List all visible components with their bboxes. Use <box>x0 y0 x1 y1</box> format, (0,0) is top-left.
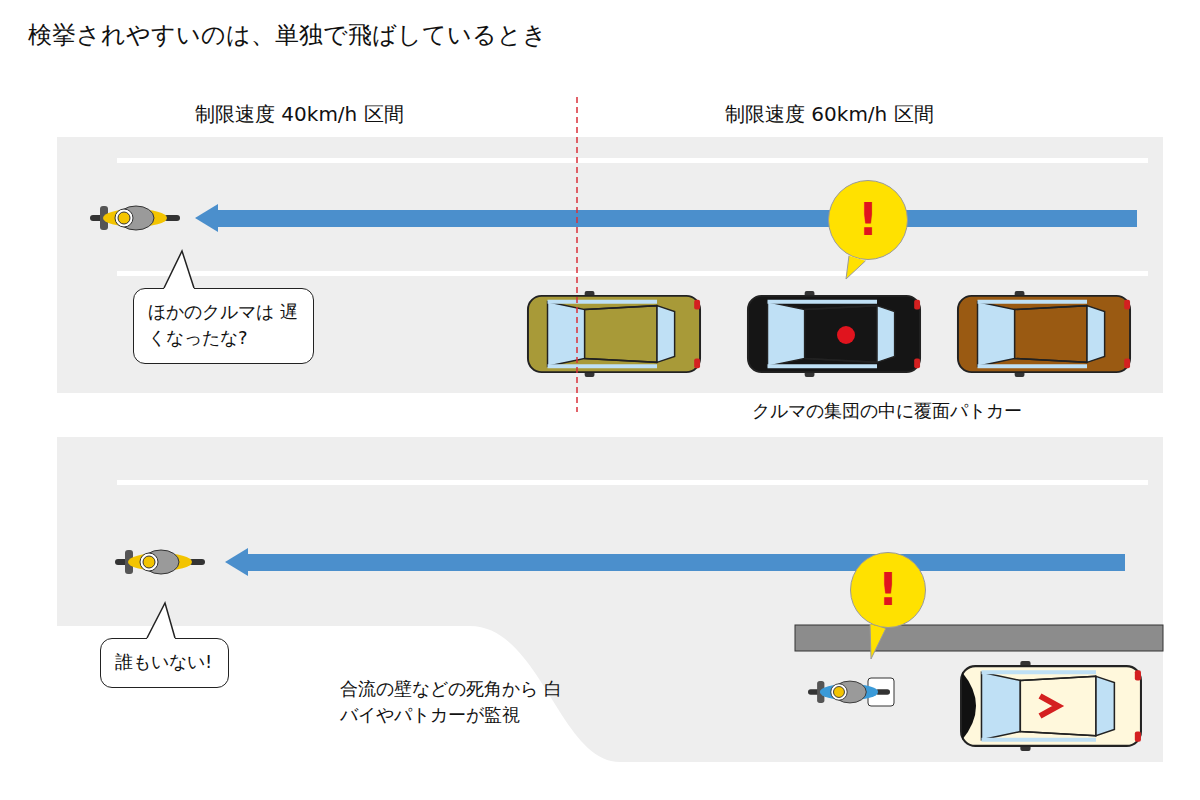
zone-label: 制限速度 60km/h 区間 <box>725 100 934 129</box>
zone-label: 制限速度 40km/h 区間 <box>195 100 404 129</box>
caption-note: クルマの集団の中に覆面パトカー <box>752 398 1022 424</box>
bubble-tail <box>134 289 135 290</box>
bubble-text: 誰もいない! <box>115 649 212 675</box>
title-text: 検挙されやすいのは、単独で飛ばしているとき <box>28 18 547 53</box>
bubble-tail <box>851 553 852 554</box>
bubble-tail <box>101 639 102 640</box>
bubble-tail <box>829 181 830 182</box>
alert-circle: ! <box>850 552 926 628</box>
caption-note: 合流の壁などの死角から 白バイやパトカーが監視 <box>340 676 562 728</box>
speech-bubble: ほかのクルマは 遅くなったな? <box>133 288 314 364</box>
speech-bubble: 誰もいない! <box>100 638 229 688</box>
alert-circle: ! <box>828 180 908 260</box>
alert-mark: ! <box>858 198 878 242</box>
alert-mark: ! <box>878 568 898 612</box>
bubble-text: ほかのクルマは 遅くなったな? <box>148 299 298 351</box>
